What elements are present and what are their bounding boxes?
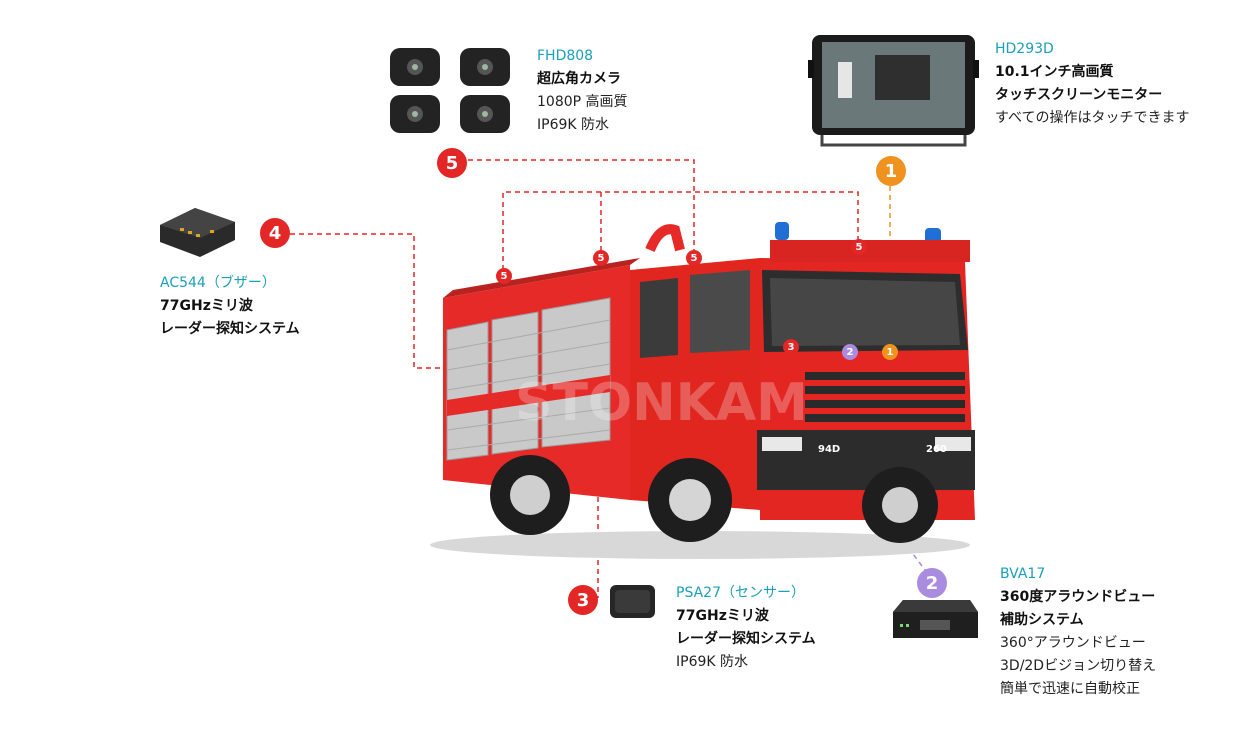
fhd808-line3: IP69K 防水 xyxy=(537,117,610,133)
fhd808-model: FHD808 xyxy=(537,48,594,64)
hd293d-info: HD293D 10.1インチ高画質 タッチスクリーンモニター すべての操作はタッ… xyxy=(995,38,1189,130)
marker-5-a: 5 xyxy=(496,268,512,284)
hd293d-model: HD293D xyxy=(995,41,1054,57)
marker-2: 2 xyxy=(842,344,858,360)
bva17-line4: 3D/2Dビジョン切り替え xyxy=(1000,658,1157,674)
marker-5-b: 5 xyxy=(593,250,609,266)
plate-right: 260 xyxy=(926,444,947,455)
psa27-line2: レーダー探知システム xyxy=(676,631,816,647)
hd293d-line2: タッチスクリーンモニター xyxy=(995,87,1163,103)
bva17-model: BVA17 xyxy=(1000,566,1046,582)
fhd808-line2: 1080P 高画質 xyxy=(537,94,628,110)
marker-3: 3 xyxy=(783,339,799,355)
badge-4: 4 xyxy=(260,218,290,248)
badge-2: 2 xyxy=(917,568,947,598)
watermark: STONKAM xyxy=(515,373,808,433)
marker-1: 1 xyxy=(882,344,898,360)
ac544-model: AC544（ブザー） xyxy=(160,275,276,291)
bva17-line1: 360度アラウンドビュー xyxy=(1000,589,1156,605)
fhd808-line1: 超広角カメラ xyxy=(537,71,621,87)
badge-3: 3 xyxy=(568,585,598,615)
ac544-info: AC544（ブザー） 77GHzミリ波 レーダー探知システム xyxy=(160,272,300,341)
bva17-line2: 補助システム xyxy=(1000,612,1084,628)
hd293d-line1: 10.1インチ高画質 xyxy=(995,64,1114,80)
bva17-line3: 360°アラウンドビュー xyxy=(1000,635,1146,651)
psa27-model: PSA27（センサー） xyxy=(676,585,805,601)
bva17-info: BVA17 360度アラウンドビュー 補助システム 360°アラウンドビュー 3… xyxy=(1000,563,1156,701)
badge-5: 5 xyxy=(437,148,467,178)
psa27-info: PSA27（センサー） 77GHzミリ波 レーダー探知システム IP69K 防水 xyxy=(676,582,816,674)
ac544-line2: レーダー探知システム xyxy=(160,321,300,337)
plate-left: 94D xyxy=(818,444,840,455)
hd293d-line3: すべての操作はタッチできます xyxy=(995,110,1190,126)
marker-5-c: 5 xyxy=(686,250,702,266)
psa27-line3: IP69K 防水 xyxy=(676,654,749,670)
psa27-line1: 77GHzミリ波 xyxy=(676,608,769,624)
fhd808-info: FHD808 超広角カメラ 1080P 高画質 IP69K 防水 xyxy=(537,45,628,137)
ac544-line1: 77GHzミリ波 xyxy=(160,298,253,314)
marker-5-d: 5 xyxy=(851,239,867,255)
badge-1: 1 xyxy=(876,156,906,186)
bva17-line5: 簡単で迅速に自動校正 xyxy=(1000,681,1140,697)
